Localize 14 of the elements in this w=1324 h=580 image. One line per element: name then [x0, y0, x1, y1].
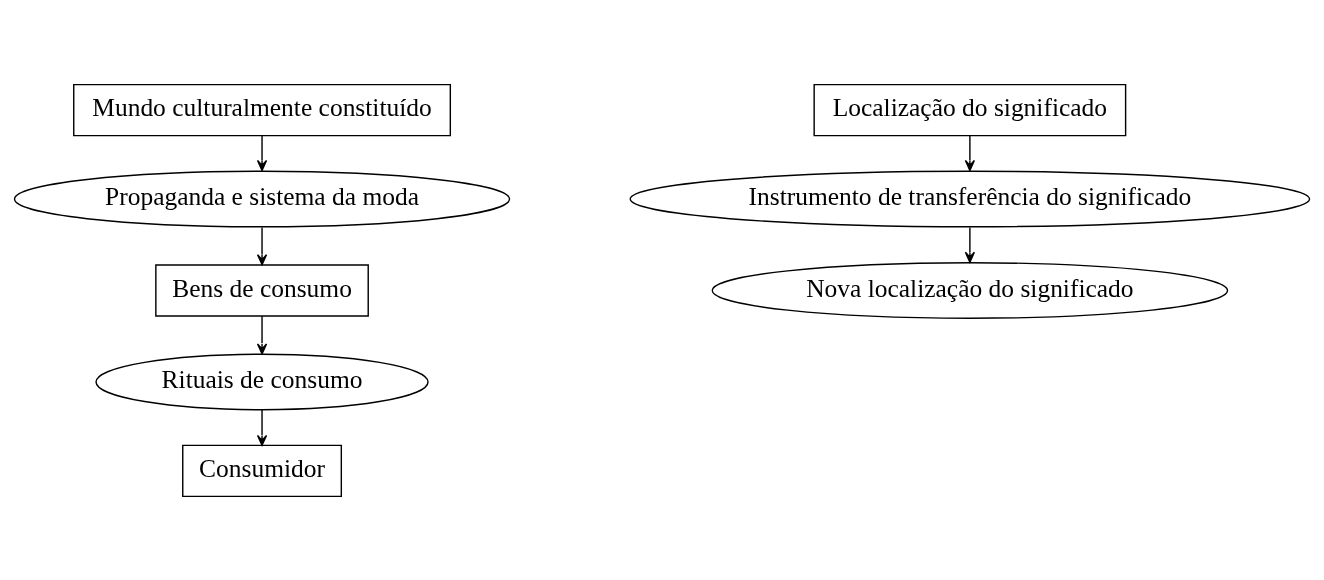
arrow: [256, 408, 268, 446]
arrow: [964, 134, 976, 171]
node-box: Mundo culturalmente constituído: [73, 83, 452, 136]
node-ellipse: Nova localização do significado: [711, 261, 1229, 319]
node-box: Consumidor: [182, 444, 342, 497]
arrow: [256, 314, 268, 355]
node-ellipse: Instrumento de transferência do significado: [629, 170, 1311, 227]
arrow: [256, 226, 268, 265]
node-box: Bens de consumo: [155, 263, 369, 317]
arrow: [256, 134, 268, 171]
arrow: [964, 226, 976, 263]
node-box: Localização do significado: [813, 83, 1127, 136]
node-ellipse: Rituais de consumo: [95, 353, 429, 410]
node-ellipse: Propaganda e sistema da moda: [13, 170, 511, 227]
